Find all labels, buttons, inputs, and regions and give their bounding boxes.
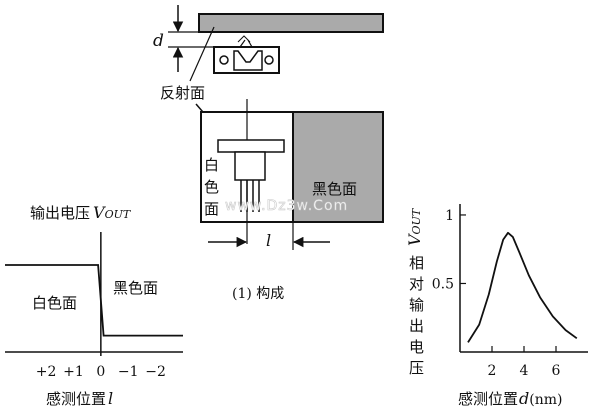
right-chart-ylabel-char-6: 压 xyxy=(409,359,424,377)
offset-label: l xyxy=(266,231,271,250)
white-surface-label-1: 白 xyxy=(204,156,219,174)
right-chart: VOUT 相 对 输 出 电 压 感测位置d(nm) 2 4 6 1 0.5 xyxy=(405,204,588,408)
right-chart-x-tick-2: 4 xyxy=(520,363,529,379)
right-chart-ylabel-char-4: 出 xyxy=(409,317,424,335)
black-surface xyxy=(292,111,384,223)
watermark: www.Dz3w.Com xyxy=(225,198,348,214)
distance-label: d xyxy=(153,31,164,51)
left-chart-region-white: 白色面 xyxy=(32,294,77,312)
left-chart-x-tick-5: −2 xyxy=(145,364,166,380)
right-chart-xlabel: 感测位置d(nm) xyxy=(458,389,562,408)
right-chart-x-tick-3: 6 xyxy=(552,363,561,379)
reflective-surface-label: 反射面 xyxy=(160,84,205,102)
reflective-leader xyxy=(189,26,215,82)
right-chart-x-tick-1: 2 xyxy=(488,363,497,379)
sensor-module xyxy=(213,35,280,74)
left-chart-x-tick-2: +1 xyxy=(63,364,84,380)
right-chart-ylabel-char-2: 对 xyxy=(409,275,424,293)
right-chart-ylabel-char-3: 输 xyxy=(409,296,424,314)
left-chart-series-1 xyxy=(5,264,183,337)
left-chart-x-tick-3: 0 xyxy=(96,364,105,380)
right-chart-series-1 xyxy=(467,231,578,343)
right-chart-ylabel-char-1: 相 xyxy=(409,254,424,272)
reflective-plate xyxy=(198,13,384,33)
left-chart-region-black: 黑色面 xyxy=(113,279,158,297)
right-chart-ylabel-char-5: 电 xyxy=(409,338,424,356)
right-chart-y-tick-2: 0.5 xyxy=(432,276,454,292)
white-surface-label-2: 色 xyxy=(204,178,219,196)
left-chart-x-tick-4: −1 xyxy=(118,364,139,380)
figure-caption: (1) 构成 xyxy=(232,286,284,302)
white-surface-label-3: 面 xyxy=(204,200,219,218)
right-chart-y-tick-1: 1 xyxy=(445,208,454,224)
right-chart-ylabel-symbol: VOUT xyxy=(405,207,424,246)
sensor-probe xyxy=(217,139,285,212)
black-surface-label: 黑色面 xyxy=(312,180,357,198)
left-chart-x-tick-1: +2 xyxy=(36,364,57,380)
